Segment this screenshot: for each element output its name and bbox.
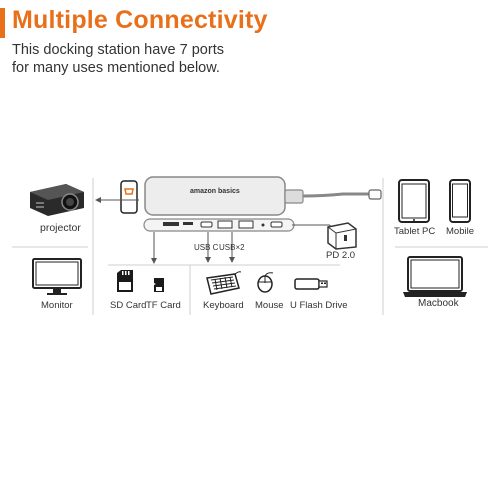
tablet-label: Tablet PC: [394, 226, 436, 237]
usb-drive-icon: [294, 277, 328, 291]
hub-icon: [143, 175, 383, 220]
tablet-icon: [398, 179, 430, 223]
pd-label: PD 2.0: [326, 250, 356, 261]
usb-drive-label: U Flash Drive: [290, 300, 348, 311]
phone-label: Mobile: [446, 226, 474, 237]
monitor-icon: [32, 258, 82, 296]
projector-icon: [26, 182, 88, 220]
subtitle-line-2: for many uses mentioned below.: [12, 60, 220, 76]
laptop-icon: [402, 256, 468, 298]
usb-x2-label: USB×2: [219, 243, 245, 252]
tf-card-icon: [153, 277, 165, 293]
sd-card-label: SD Card: [110, 300, 147, 311]
sd-card-icon: [116, 269, 134, 293]
phone-icon: [449, 179, 471, 223]
projector-label: projector: [40, 222, 81, 234]
page-title: Multiple Connectivity: [12, 6, 268, 34]
laptop-label: Macbook: [418, 298, 459, 309]
hub-brand: amazon basics: [190, 188, 240, 195]
mouse-icon: [255, 271, 277, 293]
title-accent-bar: [0, 8, 5, 38]
hdmi-icon: [120, 180, 138, 214]
hdmi-arrow: [95, 197, 139, 203]
subtitle-line-1: This docking station have 7 ports: [12, 42, 224, 58]
tf-card-label: TF Card: [146, 300, 181, 311]
keyboard-label: Keyboard: [203, 300, 244, 311]
monitor-label: Monitor: [41, 300, 73, 311]
usb-c-label: USB C: [194, 243, 219, 252]
mouse-label: Mouse: [255, 300, 284, 311]
charger-icon: [326, 221, 358, 251]
keyboard-icon: [205, 270, 241, 296]
